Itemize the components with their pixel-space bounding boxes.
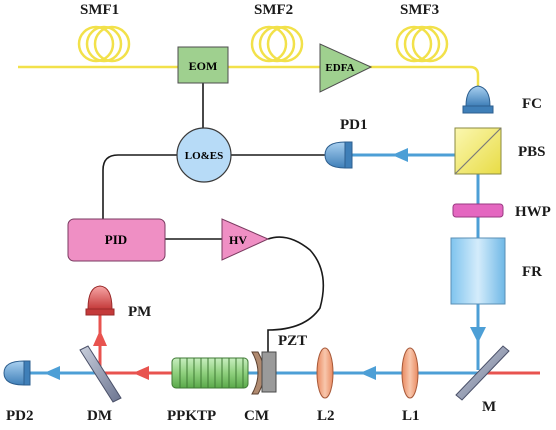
pbs-cube <box>454 127 502 175</box>
arrow-green-left <box>133 366 149 380</box>
fc-collimator <box>462 85 494 114</box>
label-smf1: SMF1 <box>80 2 119 18</box>
eom-box <box>177 46 229 84</box>
pid-box <box>67 218 166 262</box>
label-pid: PID <box>105 232 127 247</box>
pzt-actuator <box>261 351 277 393</box>
lo-es-circle <box>176 127 232 183</box>
hwp-plate <box>452 203 504 218</box>
label-edfa: EDFA <box>325 62 354 74</box>
m-mirror <box>455 345 510 401</box>
label-hv: HV <box>229 233 247 247</box>
arrow-to-l1 <box>360 366 376 380</box>
label-pd2: PD2 <box>6 408 34 424</box>
fiber-coil-smf2 <box>250 25 304 63</box>
label-cm: CM <box>244 408 269 424</box>
arrow-to-pd1 <box>392 148 408 162</box>
arrow-down-fr <box>470 327 486 343</box>
label-smf3: SMF3 <box>400 2 439 18</box>
ppktp-crystal <box>171 357 249 389</box>
label-lo-es: LO&ES <box>185 150 224 162</box>
pd2-detector <box>3 360 31 386</box>
edfa-amplifier <box>319 43 373 93</box>
label-pm: PM <box>128 304 151 320</box>
fiber-path <box>18 25 480 92</box>
l2-lens <box>316 347 334 399</box>
label-pzt: PZT <box>278 333 307 349</box>
label-fr: FR <box>522 264 542 280</box>
label-m: M <box>482 399 496 415</box>
arrow-to-pd2 <box>44 366 60 380</box>
l1-lens <box>401 347 419 399</box>
label-dm: DM <box>87 408 112 424</box>
beam-arrows <box>44 148 486 380</box>
label-l2: L2 <box>317 408 335 424</box>
label-fc: FC <box>522 96 542 112</box>
fiber-coil-smf1 <box>77 25 131 63</box>
fiber-coil-smf3 <box>395 25 449 63</box>
label-l1: L1 <box>402 408 420 424</box>
label-smf2: SMF2 <box>254 2 293 18</box>
electrical-wires <box>102 82 328 352</box>
dm-dichroic-mirror <box>79 345 122 403</box>
fr-rotator <box>450 237 506 305</box>
label-pbs: PBS <box>518 144 546 160</box>
label-pd1: PD1 <box>340 117 368 133</box>
label-ppktp: PPKTP <box>167 408 216 424</box>
label-hwp: HWP <box>515 204 551 220</box>
label-eom: EOM <box>189 59 218 73</box>
pd1-detector <box>324 141 353 169</box>
arrow-green-up <box>93 330 107 346</box>
ir-beam <box>22 153 480 375</box>
hv-amplifier <box>221 218 270 261</box>
pm-power-meter <box>85 285 115 316</box>
